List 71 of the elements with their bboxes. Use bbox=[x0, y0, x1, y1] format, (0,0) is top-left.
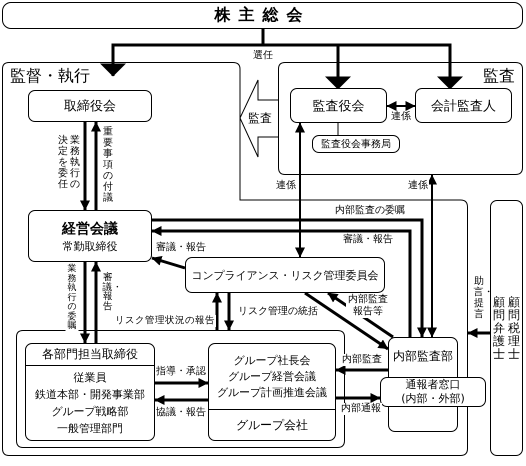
arrow bbox=[304, 292, 389, 350]
box-text: 従業員 bbox=[74, 370, 106, 386]
arrow bbox=[295, 122, 305, 258]
box-title: 通報者窓口 bbox=[406, 378, 460, 392]
box-subtitle: 常勤取締役 bbox=[62, 238, 118, 254]
arrow bbox=[468, 328, 490, 338]
edge-label: 内部監査の委嘱 bbox=[334, 205, 406, 217]
box-title: 各部門担当取締役 bbox=[42, 346, 138, 363]
edge-label: 指導・承認 bbox=[155, 366, 207, 378]
committee-box bbox=[185, 257, 385, 293]
audit-panel bbox=[278, 62, 523, 175]
box-title: グループ社長会 bbox=[234, 352, 310, 368]
box-title: グループ経営会議 bbox=[228, 368, 316, 384]
arrow bbox=[336, 365, 388, 375]
edge-label: 協議・報告 bbox=[155, 407, 207, 419]
panel-heading: 監査 bbox=[483, 66, 515, 87]
edge-label: 連係 bbox=[275, 180, 297, 192]
title-bar bbox=[2, 2, 523, 29]
box-title: 監査役会 bbox=[312, 98, 364, 114]
box-subtitle: (内部・外部) bbox=[401, 392, 465, 406]
edge-label: リスク管理の統括 bbox=[237, 306, 319, 318]
arrow bbox=[80, 122, 90, 210]
arrow bbox=[91, 262, 101, 343]
edge-label: 内部通報 bbox=[340, 403, 382, 415]
edge-label: 重要事項の付議 bbox=[102, 126, 114, 204]
edge-label: 監査 bbox=[247, 112, 273, 124]
edge-label: 審議・報告 bbox=[342, 234, 394, 246]
box-text: グループ戦略部 bbox=[52, 404, 128, 420]
arrow bbox=[427, 174, 437, 338]
arrow bbox=[152, 256, 186, 270]
panel-heading: 監督・執行 bbox=[10, 66, 90, 87]
edge-label: 選任 bbox=[252, 50, 274, 62]
arrow bbox=[212, 292, 222, 330]
arrow bbox=[80, 262, 90, 344]
edge-label: 連係 bbox=[407, 180, 429, 192]
edge-label: 連係 bbox=[390, 111, 412, 123]
board-box bbox=[28, 90, 152, 122]
arrow bbox=[224, 293, 234, 330]
edge-label: 内部監査 bbox=[341, 354, 383, 366]
edge-label: リスク管理状況の報告 bbox=[114, 315, 216, 327]
box-title: 経営会議 bbox=[62, 220, 118, 238]
title: 株主総会 bbox=[214, 5, 310, 26]
arrow bbox=[386, 101, 416, 111]
auditor-board-box bbox=[290, 88, 387, 123]
edge-label: 審議・報告 bbox=[155, 242, 207, 254]
office-box bbox=[312, 135, 400, 153]
box-title: 顧問弁護士 bbox=[492, 296, 506, 360]
box-title: コンプライアンス・リスク管理委員会 bbox=[192, 268, 378, 282]
group-company-box bbox=[208, 343, 336, 441]
arrow bbox=[336, 393, 380, 403]
box-title: 会計監査人 bbox=[431, 98, 496, 114]
box-text: グループ会社 bbox=[236, 416, 308, 434]
box-title: 監査役会事務局 bbox=[321, 138, 391, 151]
box-title: 顧問税理士 bbox=[508, 296, 520, 360]
advisor-box bbox=[490, 200, 523, 456]
box-text: 鉄道本部・開発事業部 bbox=[35, 387, 145, 403]
whistleblower-box bbox=[380, 377, 486, 407]
arrow bbox=[154, 395, 208, 405]
arrow bbox=[155, 378, 208, 388]
arrow bbox=[91, 122, 101, 210]
accounting-auditor-box bbox=[415, 88, 512, 123]
edge-label: 業務執行の決定を委任 bbox=[56, 135, 82, 191]
box-title: 取締役会 bbox=[64, 98, 116, 115]
arrow bbox=[262, 29, 463, 90]
edge-label: 業務執行の委嘱 bbox=[66, 264, 78, 332]
box-text: 一般管理部門 bbox=[57, 421, 123, 437]
box-title: グループ計画推進会議 bbox=[217, 384, 327, 400]
department-box bbox=[25, 343, 155, 441]
meeting-box bbox=[28, 210, 152, 262]
edge-label: 内部監査報告等 bbox=[346, 294, 390, 318]
box-title: 内部監査部 bbox=[393, 348, 453, 365]
